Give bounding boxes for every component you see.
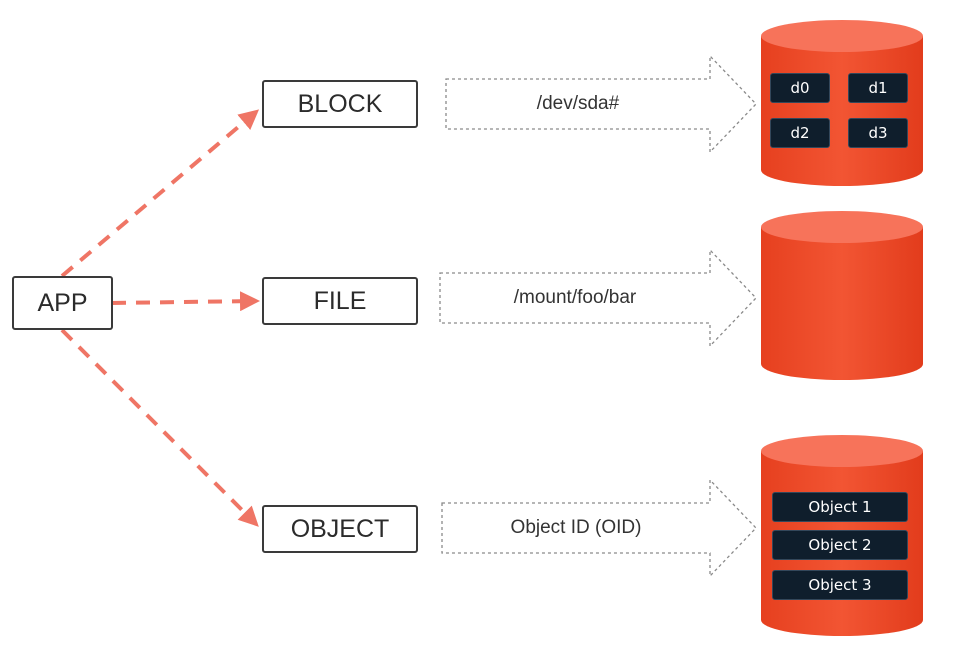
block-node: BLOCK — [262, 80, 418, 128]
file-node: FILE — [262, 277, 418, 325]
file-storage-cylinder — [761, 211, 923, 380]
object-label: OBJECT — [290, 514, 390, 543]
block-arrow-shape — [445, 54, 757, 154]
object-chip: Object 1 — [772, 492, 908, 522]
block-storage-cylinder — [761, 20, 923, 186]
device-chip: d1 — [848, 73, 908, 103]
object-id-label: Object ID (OID) — [510, 517, 642, 538]
object-chip: Object 2 — [772, 530, 908, 560]
block-path-label: /dev/sda# — [536, 93, 620, 114]
app-label: APP — [37, 288, 88, 317]
device-chip: d2 — [770, 118, 830, 148]
device-chip: d0 — [770, 73, 830, 103]
object-node: OBJECT — [262, 505, 418, 553]
app-to-block-connector — [60, 109, 260, 278]
block-label: BLOCK — [297, 89, 383, 118]
file-path-label: /mount/foo/bar — [513, 287, 637, 308]
app-to-file-connector — [111, 291, 260, 312]
app-node: APP — [12, 276, 113, 330]
file-label: FILE — [313, 286, 367, 315]
object-chip: Object 3 — [772, 570, 908, 600]
object-arrow-shape — [441, 478, 757, 578]
file-arrow-shape — [439, 248, 757, 348]
device-chip: d3 — [848, 118, 908, 148]
app-to-object-connector — [60, 328, 259, 527]
